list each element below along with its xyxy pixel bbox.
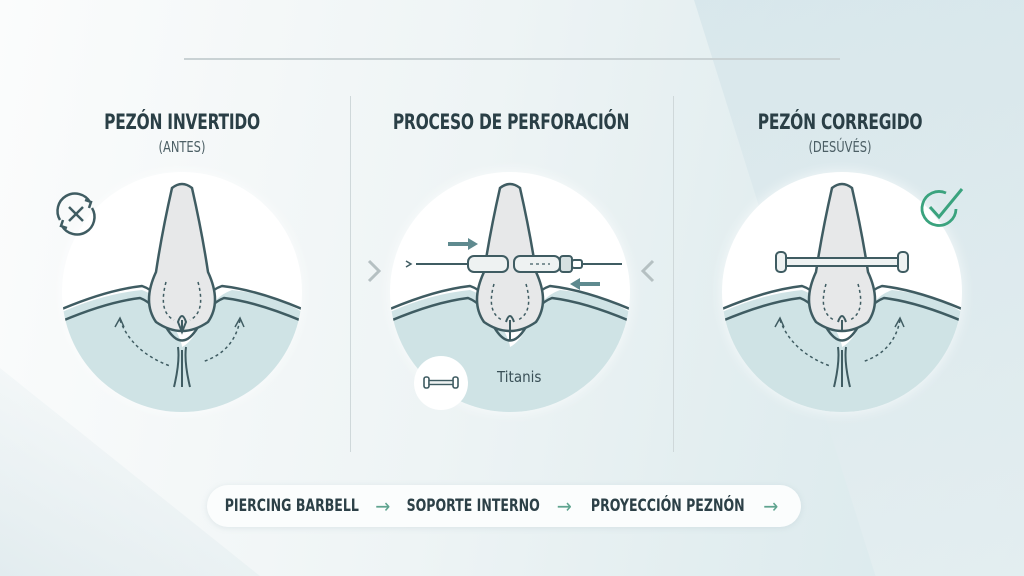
panel-subtitle: (DESÚVÉS) [808,138,872,156]
illustration-corrected-nipple [722,172,962,412]
panel-title: PEZÓN CORREGIDO [757,110,923,134]
chevron-left-icon [640,259,655,283]
flow-step: SOPORTE INTERNO [406,496,541,516]
panel-divider [673,96,674,452]
material-label: Titanis [497,368,542,386]
check-circle-icon [920,188,964,227]
process-flow-bar: PIERCING BARBELL → SOPORTE INTERNO → PRO… [207,485,801,527]
panel-subtitle: (ANTES) [158,138,206,156]
arrow-right-icon: → [375,494,391,518]
panel-before: PEZÓN INVERTIDO (ANTES) [22,110,342,156]
flow-step: PROYECCIÓN PEZNÓN [590,496,745,516]
panel-after: PEZÓN CORREGIDO (DESÚVÉS) [680,110,1000,156]
arrow-right-icon: → [556,494,572,518]
top-divider [184,58,840,60]
arrow-right-icon: → [763,494,779,518]
illustration-inverted-nipple [62,172,302,412]
chevron-right-icon [367,259,382,283]
rotate-x-icon [56,192,96,236]
barbell-icon [414,356,468,410]
panel-title: PROCESO DE PERFORACIÓN [392,110,630,134]
panel-process: PROCESO DE PERFORACIÓN [351,110,671,134]
panel-title: PEZÓN INVERTIDO [104,110,260,134]
panel-divider [350,96,351,452]
flow-step: PIERCING BARBELL [224,496,359,516]
